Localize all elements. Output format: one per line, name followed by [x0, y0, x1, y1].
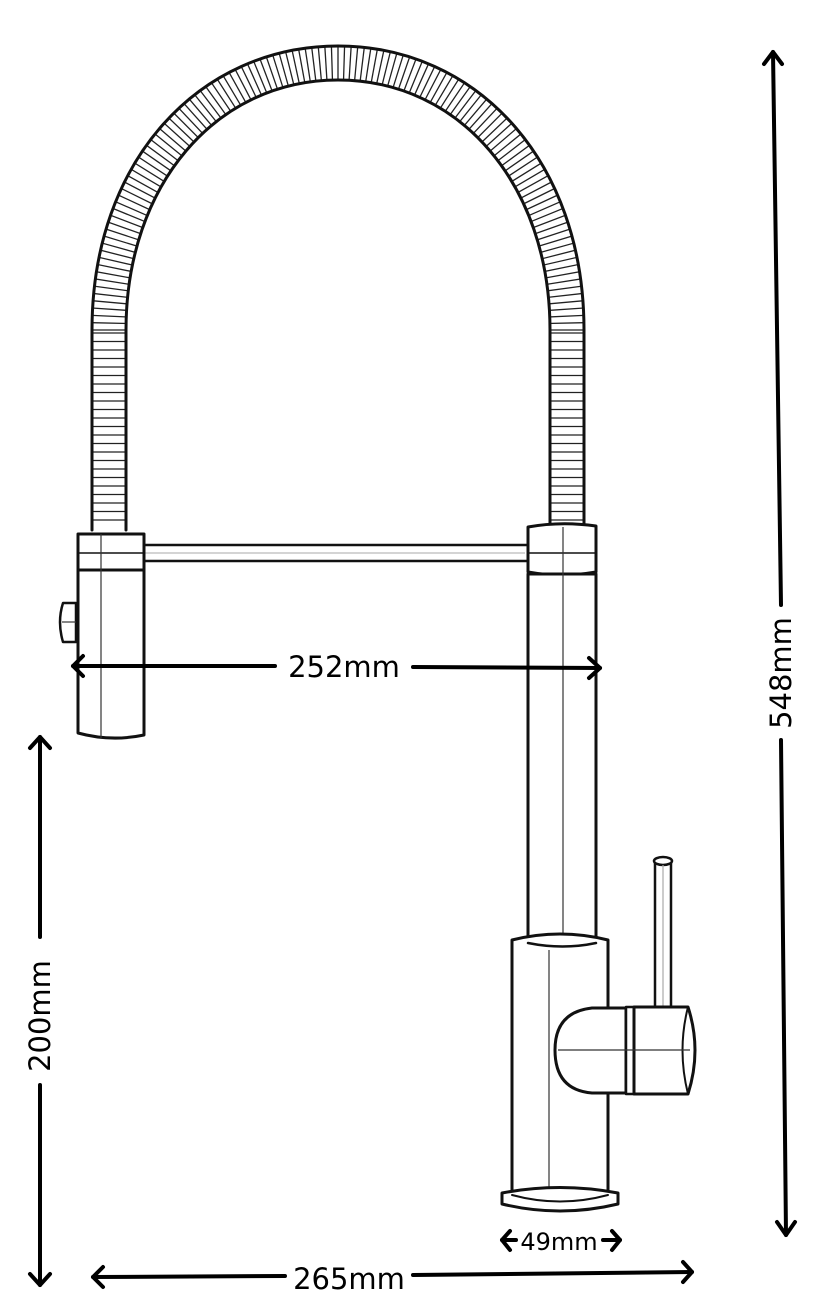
label-base-diameter: 49mm	[520, 1228, 597, 1256]
lever-handle	[553, 855, 697, 1096]
label-overall-height: 548mm	[764, 617, 798, 729]
label-spout-reach: 252mm	[288, 650, 400, 684]
dimension-spray-clearance: 200mm	[23, 735, 57, 1287]
spray-button	[58, 601, 78, 644]
dimension-spout-reach: 252mm	[71, 650, 602, 684]
spray-head	[58, 532, 146, 740]
holder-bar	[138, 543, 532, 563]
dimension-overall-height: 548mm	[762, 50, 798, 1237]
dimension-overall-width: 265mm	[91, 1260, 694, 1296]
label-overall-width: 265mm	[293, 1262, 405, 1296]
base-ring	[500, 1186, 620, 1213]
spring-hose	[90, 44, 586, 532]
spout-column	[526, 522, 598, 944]
label-spray-clearance: 200mm	[23, 960, 57, 1072]
dimension-base-diameter: 49mm	[500, 1228, 622, 1256]
